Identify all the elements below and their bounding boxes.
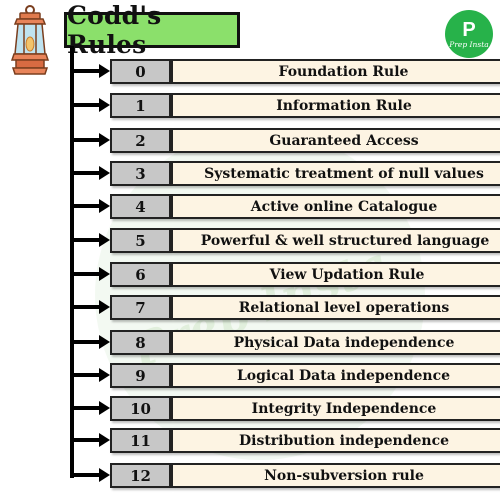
arrow-right-icon: [99, 133, 110, 147]
page-title: Codd's Rules: [67, 1, 162, 59]
rule-number: 4: [110, 194, 171, 219]
rule-number: 8: [110, 330, 171, 355]
rule-label: Guaranteed Access: [171, 128, 500, 153]
rule-number: 0: [110, 59, 171, 84]
arrow-right-icon: [99, 335, 110, 349]
arrow-right-icon: [99, 98, 110, 112]
rule-number: 11: [110, 428, 171, 453]
connector-line: [72, 340, 100, 344]
tree-trunk-line: [70, 46, 74, 478]
arrow-right-icon: [99, 233, 110, 247]
connector-line: [72, 138, 100, 142]
prepinsta-logo-icon: P Prep Insta: [445, 10, 493, 58]
connector-line: [72, 238, 100, 242]
arrow-right-icon: [99, 64, 110, 78]
arrow-right-icon: [99, 199, 110, 213]
connector-line: [72, 171, 100, 175]
connector-line: [72, 204, 100, 208]
rule-number: 1: [110, 93, 171, 118]
rule-label: View Updation Rule: [171, 262, 500, 287]
rule-label: Foundation Rule: [171, 59, 500, 84]
rule-label: Distribution independence: [171, 428, 500, 453]
rule-label: Information Rule: [171, 93, 500, 118]
connector-line: [72, 305, 100, 309]
rule-label: Integrity Independence: [171, 396, 500, 421]
rule-number: 12: [110, 463, 171, 488]
rule-label: Powerful & well structured language: [171, 228, 500, 253]
arrow-right-icon: [99, 433, 110, 447]
logo-name: Prep Insta: [449, 39, 489, 49]
rule-label: Non-subversion rule: [171, 463, 500, 488]
rule-number: 3: [110, 161, 171, 186]
arrow-right-icon: [99, 300, 110, 314]
rule-number: 7: [110, 295, 171, 320]
connector-line: [72, 103, 100, 107]
rule-number: 10: [110, 396, 171, 421]
connector-line: [72, 69, 100, 73]
arrow-right-icon: [99, 166, 110, 180]
rule-label: Physical Data independence: [171, 330, 500, 355]
connector-line: [72, 406, 100, 410]
arrow-right-icon: [99, 368, 110, 382]
logo-letter: P: [462, 18, 476, 41]
lantern-icon: [10, 5, 50, 75]
arrow-right-icon: [99, 468, 110, 482]
title-box: Codd's Rules: [64, 1, 240, 59]
rule-label: Logical Data independence: [171, 363, 500, 388]
rule-number: 9: [110, 363, 171, 388]
rule-label: Active online Catalogue: [171, 194, 500, 219]
connector-line: [72, 473, 100, 477]
rule-label: Relational level operations: [171, 295, 500, 320]
connector-line: [72, 272, 100, 276]
rule-number: 6: [110, 262, 171, 287]
connector-line: [72, 438, 100, 442]
rule-number: 5: [110, 228, 171, 253]
arrow-right-icon: [99, 267, 110, 281]
arrow-right-icon: [99, 401, 110, 415]
rule-label: Systematic treatment of null values: [171, 161, 500, 186]
connector-line: [72, 373, 100, 377]
rule-number: 2: [110, 128, 171, 153]
